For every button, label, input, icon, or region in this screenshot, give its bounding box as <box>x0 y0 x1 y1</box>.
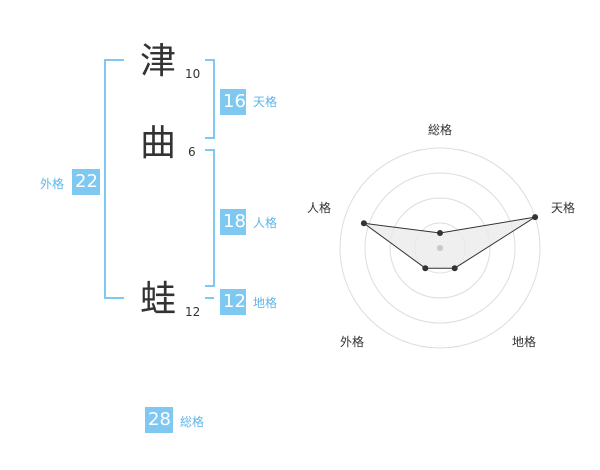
stroke-count-2: 6 <box>188 145 196 159</box>
gaikaku-label: 外格 <box>40 177 65 191</box>
radar-axis-label-chikaku: 地格 <box>512 334 536 349</box>
name-char-2: 曲 <box>139 123 176 164</box>
soukaku-label: 総格 <box>180 415 205 429</box>
stroke-count-1: 10 <box>185 67 201 81</box>
tenkaku-badge: 16 <box>220 89 246 115</box>
gaikaku-bracket <box>104 59 124 299</box>
radar-points <box>360 214 539 272</box>
radar-axis-label-soukaku: 総格 <box>428 122 452 137</box>
tenkaku-label: 天格 <box>253 95 278 109</box>
radar-point-4 <box>360 220 367 227</box>
radar-ring <box>339 147 541 349</box>
radar-rings <box>339 147 541 349</box>
radar-axis-label-tenkaku: 天格 <box>551 200 575 215</box>
radar-ring <box>389 197 491 299</box>
gaikaku-badge: 22 <box>72 169 100 195</box>
radar-point-3 <box>422 265 429 272</box>
radar-axis-label-jinkaku: 人格 <box>307 200 331 215</box>
jinkaku-bracket <box>205 149 215 287</box>
radar-point-0 <box>437 230 443 236</box>
radar-center-dot <box>437 245 443 251</box>
soukaku-badge: 28 <box>145 407 173 433</box>
jinkaku-badge: 18 <box>220 209 246 235</box>
chikaku-label: 地格 <box>253 296 278 310</box>
name-char-3: 蛙 <box>139 279 176 320</box>
radar-ring <box>364 172 516 324</box>
radar-point-1 <box>532 214 539 221</box>
radar-value-polygon <box>363 216 536 269</box>
radar-axis-label-gaikaku: 外格 <box>340 334 364 349</box>
name-char-1: 津 <box>139 41 176 82</box>
chikaku-badge: 12 <box>220 289 246 315</box>
jinkaku-label: 人格 <box>253 216 278 230</box>
tenkaku-bracket <box>205 59 215 139</box>
stroke-count-3: 12 <box>185 305 201 319</box>
radar-point-2 <box>451 265 458 272</box>
